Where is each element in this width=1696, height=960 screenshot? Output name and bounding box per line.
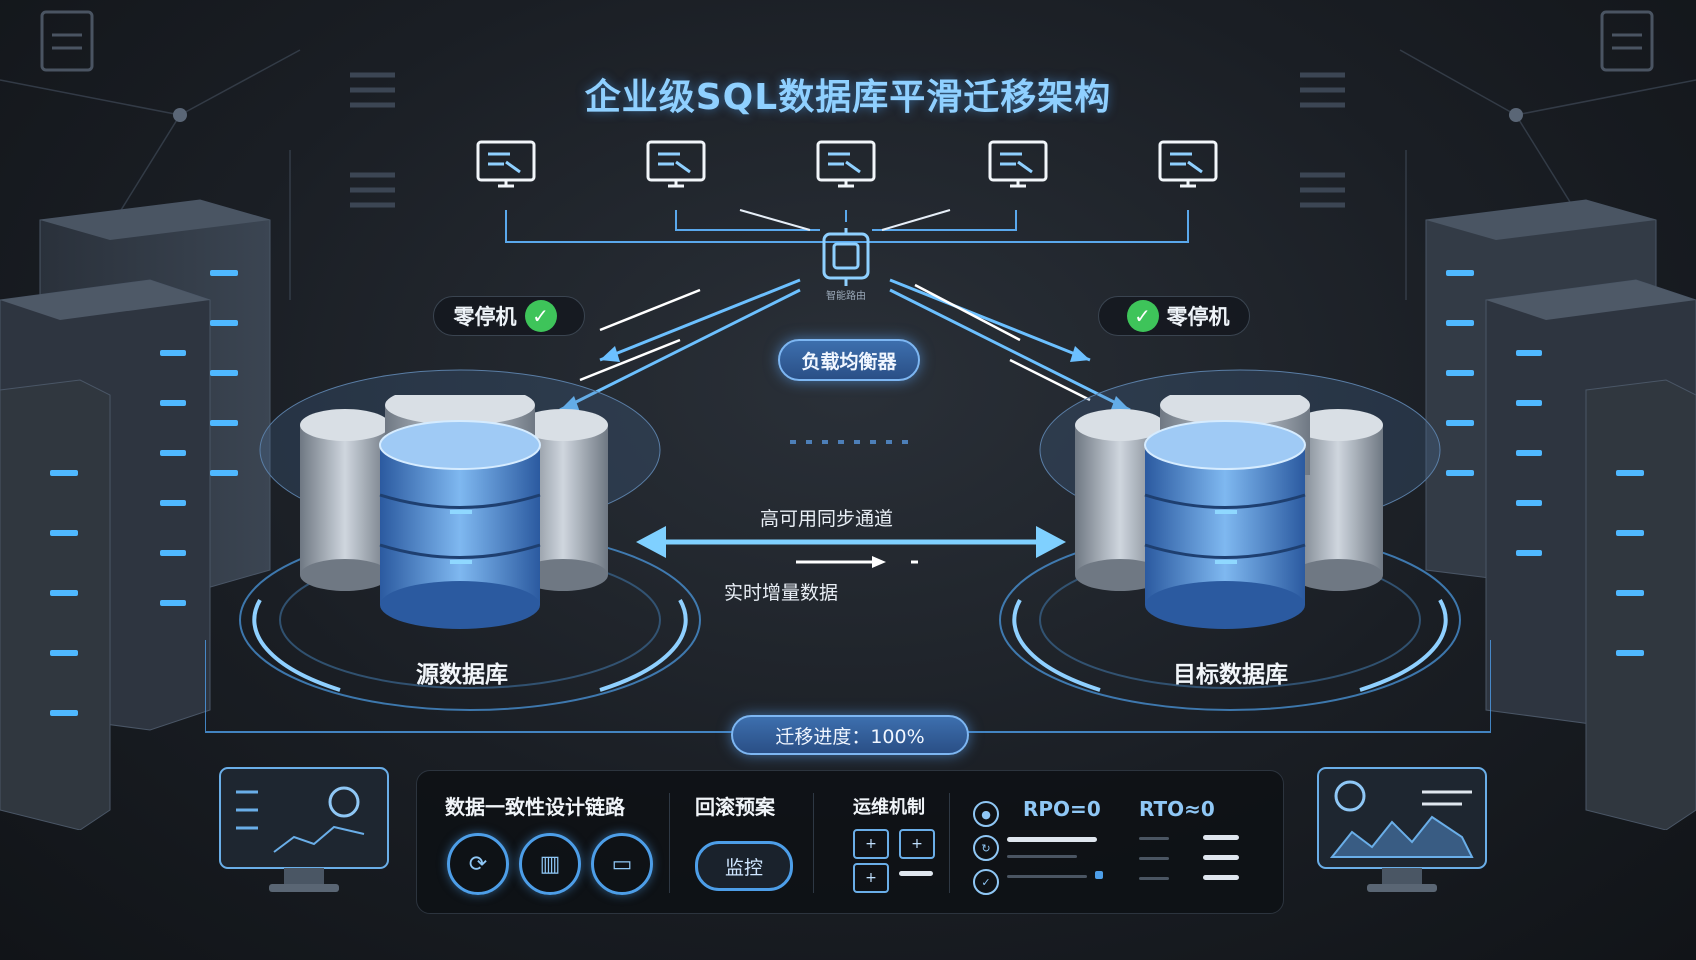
- rpo-bar-dim: [1007, 875, 1087, 878]
- dashboard-icon: [1317, 767, 1487, 892]
- zero-downtime-right-badge: ✓ 零停机: [1098, 296, 1250, 336]
- rpo-metric: RPO=0: [1023, 797, 1101, 821]
- check-icon: ✓: [973, 869, 999, 895]
- ops-bar: [899, 871, 933, 876]
- add-icon[interactable]: +: [899, 829, 935, 859]
- monitor-icon: [816, 140, 876, 192]
- target-db-label: 目标数据库: [1173, 662, 1288, 688]
- add-icon[interactable]: +: [853, 829, 889, 859]
- rollback-title: 回滚预案: [695, 795, 775, 819]
- consistency-title: 数据一致性设计链路: [445, 795, 625, 819]
- zero-downtime-label: 零停机: [1166, 305, 1230, 329]
- zero-downtime-left-badge: 零停机 ✓: [433, 296, 585, 336]
- monitor-icon: [988, 140, 1048, 192]
- sync-arrow: [636, 526, 1066, 568]
- rto-bar-dim: [1139, 837, 1169, 840]
- divider: [949, 793, 950, 893]
- page-title: 企业级SQL数据库平滑迁移架构: [584, 77, 1112, 118]
- rto-bar: [1203, 835, 1239, 840]
- rpo-indicator: [1095, 871, 1103, 879]
- server-rack-icon: [0, 199, 271, 830]
- add-icon[interactable]: +: [853, 863, 889, 893]
- database-icon: [300, 395, 608, 629]
- router-icon: [822, 228, 870, 286]
- monitor-icon: [476, 140, 536, 192]
- check-icon: ✓: [524, 300, 557, 332]
- bottom-control-panel: 数据一致性设计链路 ⟳ ▥ ▭ 回滚预案 监控 运维机制 + + + ● ↻ ✓…: [416, 770, 1284, 914]
- monitor-icon: [646, 140, 706, 192]
- rto-bar: [1203, 875, 1239, 880]
- zero-downtime-label: 零停机: [453, 305, 517, 329]
- sync-icon[interactable]: ⟳: [447, 833, 509, 895]
- check-icon: ✓: [1126, 300, 1159, 332]
- server-rack-icon: [1425, 199, 1696, 830]
- ops-title: 运维机制: [853, 797, 925, 818]
- dashboard-icon: [219, 767, 389, 892]
- monitor-icon: [1158, 140, 1218, 192]
- lb-dots: [790, 440, 910, 444]
- rpo-bar: [1007, 837, 1097, 842]
- load-balancer-button[interactable]: 负载均衡器: [778, 339, 920, 381]
- user-icon: ●: [973, 801, 999, 827]
- sync-incremental-label: 实时增量数据: [724, 582, 839, 604]
- book-icon[interactable]: ▥: [519, 833, 581, 895]
- router-caption: 智能路由: [826, 291, 866, 302]
- divider: [669, 793, 670, 893]
- chart-icon[interactable]: ▭: [591, 833, 653, 895]
- rto-bar-dim: [1139, 857, 1169, 860]
- database-icon: [1075, 395, 1383, 629]
- client-connections: [505, 209, 1189, 412]
- rto-bar-dim: [1139, 877, 1169, 880]
- rto-bar: [1203, 855, 1239, 860]
- migration-progress-badge: 迁移进度：100%: [731, 715, 969, 755]
- monitor-button[interactable]: 监控: [695, 841, 793, 891]
- source-db-label: 源数据库: [416, 662, 508, 688]
- divider: [813, 793, 814, 893]
- rto-metric: RTO≈0: [1139, 797, 1215, 821]
- refresh-icon: ↻: [973, 835, 999, 861]
- sync-high-availability-label: 高可用同步通道: [760, 508, 894, 530]
- rpo-bar-dim: [1007, 855, 1077, 858]
